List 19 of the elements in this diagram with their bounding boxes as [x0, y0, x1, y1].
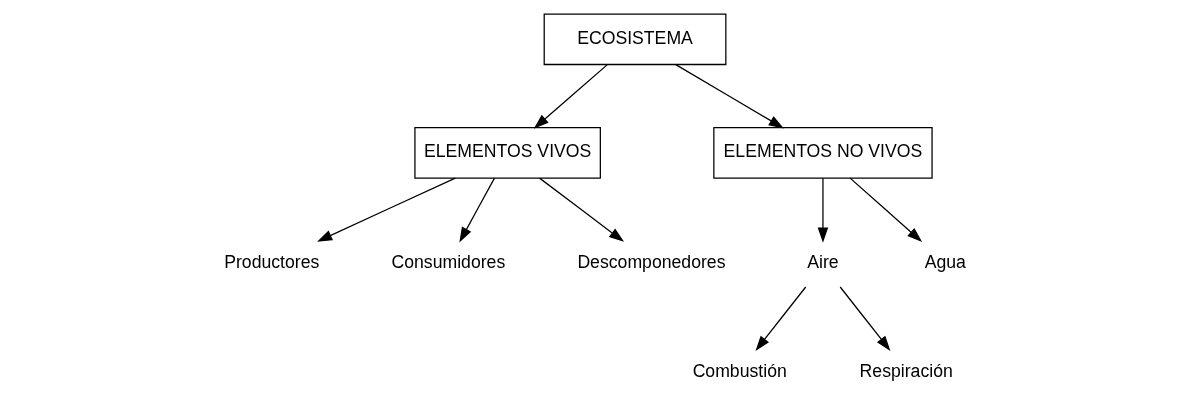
arrow: [459, 177, 496, 242]
arrow: [317, 177, 456, 242]
arrow: [533, 63, 608, 129]
arrow: [755, 285, 807, 351]
node-text: Combustión: [692, 360, 787, 381]
node-box: ECOSISTEMA: [543, 12, 727, 65]
node-text: Productores: [224, 251, 320, 272]
arrow: [538, 177, 625, 242]
node-text: Descomponedores: [577, 251, 726, 272]
node-text: Consumidores: [391, 251, 506, 272]
node-box: ELEMENTOS VIVOS: [414, 126, 601, 179]
node-text: Agua: [924, 251, 966, 272]
arrow: [839, 285, 891, 351]
node-text: Respiración: [859, 360, 953, 381]
node-text: Aire: [807, 251, 839, 272]
arrow: [817, 177, 829, 243]
node-box: ELEMENTOS NO VIVOS: [713, 126, 933, 179]
arrow: [849, 177, 923, 242]
arrow: [675, 63, 784, 128]
